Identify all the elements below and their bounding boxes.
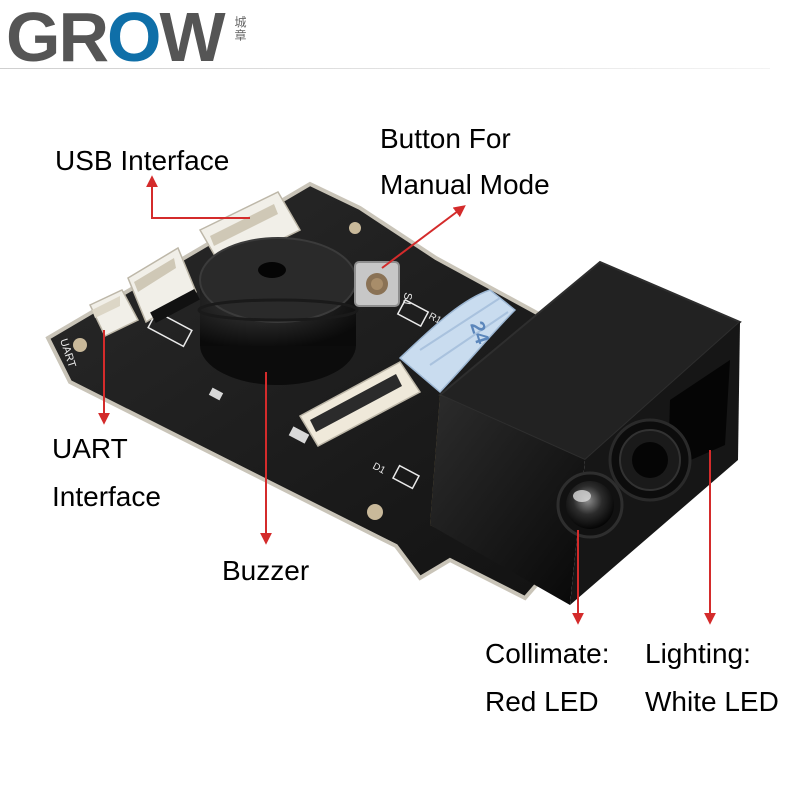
side-header-connector (127, 246, 197, 324)
collimate-line2: Red LED (485, 686, 599, 717)
logo-wordmark: G R O W (6, 0, 226, 76)
callout-arrows (98, 175, 716, 625)
ribbon-connector (298, 361, 422, 447)
d1-silkscreen: D1 (371, 461, 388, 477)
usb-arrow (146, 175, 250, 219)
lighting-line1: Lighting: (645, 638, 751, 669)
logo-cjk-mark: 城章 (233, 16, 247, 42)
uart-interface-line1: UART (52, 433, 128, 464)
uart-interface-line2: Interface (52, 481, 161, 512)
logo-letter-g: G (6, 0, 60, 76)
ribbon-cable (398, 289, 517, 394)
manual-button-line1: Button For (380, 123, 511, 154)
logo-letter-w: W (159, 0, 225, 76)
uart-connector (88, 289, 140, 338)
red-led-lens (556, 471, 624, 539)
scan-engine (430, 260, 742, 605)
manual-mode-button (354, 261, 400, 307)
button-arrow (381, 205, 466, 269)
logo-letter-o: O (107, 0, 161, 76)
usb-interface-label: USB Interface (55, 142, 229, 180)
uart-interface-label: UART Interface (52, 430, 161, 516)
manual-button-line2: Manual Mode (380, 169, 550, 200)
usb-interface-text: USB Interface (55, 145, 230, 176)
lighting-label: Lighting: White LED (645, 635, 779, 721)
buzzer-label: Buzzer (222, 552, 309, 590)
buzzer (197, 237, 359, 385)
logo-letter-r: R (58, 0, 109, 76)
logo-divider (0, 68, 770, 69)
collimate-line1: Collimate: (485, 638, 610, 669)
collimate-label: Collimate: Red LED (485, 635, 609, 721)
lighting-line2: White LED (645, 686, 779, 717)
manual-button-label: Button For Manual Mode (380, 120, 550, 204)
buzzer-text: Buzzer (222, 555, 310, 586)
imaging-lens (608, 418, 692, 502)
s1-silkscreen: S1 (400, 291, 414, 306)
pin-header (150, 288, 200, 324)
